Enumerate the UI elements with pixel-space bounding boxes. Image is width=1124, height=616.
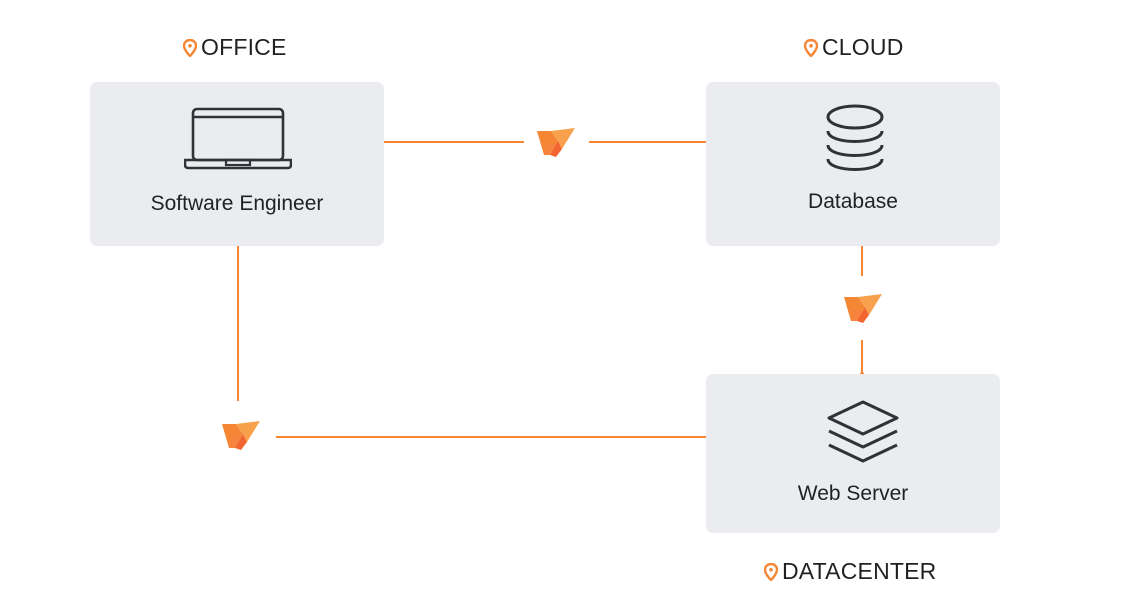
laptop-icon bbox=[184, 107, 292, 170]
zone-label-office: OFFICE bbox=[183, 34, 287, 61]
proxy-logo-icon bbox=[222, 421, 260, 450]
zone-office-text: OFFICE bbox=[201, 34, 287, 60]
node-label: Web Server bbox=[797, 482, 909, 505]
proxy-logo-icon bbox=[537, 128, 575, 157]
location-pin-icon bbox=[183, 38, 197, 57]
zone-datacenter-text: DATACENTER bbox=[782, 558, 937, 584]
location-pin-icon bbox=[764, 562, 778, 581]
database-icon bbox=[826, 104, 884, 171]
node-software-engineer[interactable]: Software Engineer bbox=[90, 82, 384, 246]
node-label: Software Engineer bbox=[150, 192, 324, 215]
zone-label-cloud: CLOUD bbox=[804, 34, 904, 61]
zone-cloud-text: CLOUD bbox=[822, 34, 904, 60]
node-label: Database bbox=[808, 190, 898, 213]
node-web-server[interactable]: Web Server bbox=[706, 374, 1000, 533]
layers-icon bbox=[827, 400, 899, 463]
node-database[interactable]: Database bbox=[706, 82, 1000, 246]
location-pin-icon bbox=[804, 38, 818, 57]
proxy-logo-icon bbox=[844, 294, 882, 323]
zone-label-datacenter: DATACENTER bbox=[764, 558, 937, 585]
